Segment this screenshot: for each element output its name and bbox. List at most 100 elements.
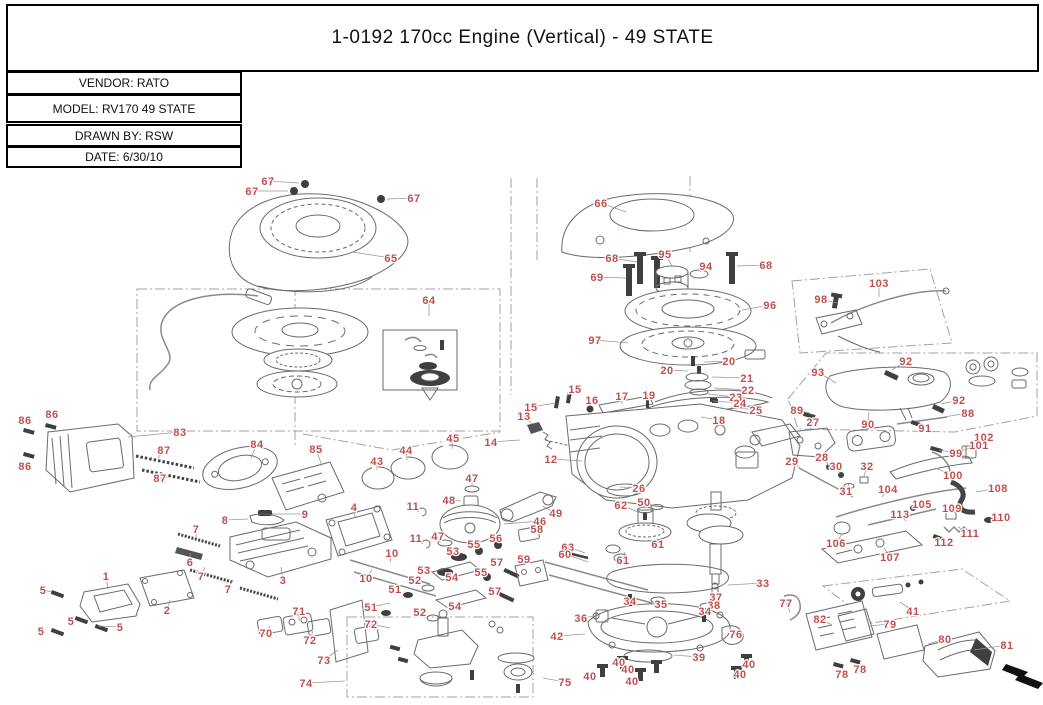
leader-line — [699, 265, 707, 273]
callout-47: 47 — [465, 473, 478, 485]
callout-21: 21 — [740, 373, 753, 385]
leader-line — [957, 526, 971, 534]
leader-line — [200, 566, 206, 577]
callout-55: 55 — [467, 539, 480, 551]
callout-111: 111 — [961, 528, 980, 540]
leader-line — [666, 369, 689, 372]
info-vendor: VENDOR: RATO — [6, 71, 242, 95]
leader-line — [796, 409, 811, 414]
callout-23: 23 — [729, 392, 742, 404]
leader-line — [817, 371, 837, 384]
leader-line — [881, 488, 889, 498]
callout-28: 28 — [815, 452, 828, 464]
callout-78: 78 — [835, 669, 848, 681]
air-cleaner-group — [805, 579, 996, 678]
callout-98: 98 — [814, 294, 827, 306]
leader-line — [565, 388, 576, 398]
callout-69: 69 — [590, 272, 603, 284]
head-group — [50, 505, 393, 637]
leader-line — [819, 618, 833, 626]
leader-line — [960, 444, 980, 452]
leader-line — [370, 623, 391, 629]
leader-line — [250, 443, 258, 459]
callout-1: 1 — [103, 571, 110, 583]
callout-84: 84 — [250, 439, 264, 451]
recoil-cover — [228, 193, 409, 293]
carburetor-group — [256, 599, 535, 693]
leader-line — [622, 551, 626, 561]
callout-89: 89 — [790, 405, 803, 417]
leader-line — [530, 402, 557, 408]
callout-110: 110 — [991, 512, 1010, 524]
leader-line — [365, 569, 373, 579]
callout-83: 83 — [173, 427, 186, 439]
leader-line — [580, 615, 596, 619]
callout-3: 3 — [280, 575, 287, 587]
callout-47: 47 — [431, 531, 444, 543]
callout-52: 52 — [413, 607, 426, 619]
leader-line — [989, 516, 1002, 521]
leader-line — [713, 387, 749, 391]
callout-74: 74 — [299, 678, 313, 690]
leader-line — [845, 483, 850, 492]
leader-line — [166, 599, 171, 611]
leader-line — [620, 504, 639, 513]
leader-line — [405, 449, 408, 461]
callout-54: 54 — [445, 572, 459, 584]
callout-34: 34 — [698, 606, 712, 618]
leader-line — [899, 601, 914, 612]
callout-113: 113 — [890, 509, 909, 521]
callout-22: 22 — [741, 385, 754, 397]
callout-62: 62 — [614, 500, 627, 512]
leader-line — [564, 553, 589, 563]
callout-72: 72 — [303, 635, 316, 647]
callout-100: 100 — [943, 470, 963, 482]
callout-105: 105 — [912, 499, 932, 511]
callout-92: 92 — [952, 395, 965, 407]
callout-70: 70 — [259, 628, 272, 640]
callout-80: 80 — [938, 634, 951, 646]
callout-92: 92 — [899, 356, 912, 368]
leader-line — [741, 304, 771, 311]
callout-50: 50 — [637, 497, 650, 509]
callout-53: 53 — [417, 565, 430, 577]
leader-line — [594, 339, 629, 344]
callout-91: 91 — [918, 423, 931, 435]
info-date: DATE: 6/30/10 — [6, 146, 242, 168]
callout-44: 44 — [399, 445, 413, 457]
callout-10: 10 — [385, 548, 398, 560]
callout-59: 59 — [517, 554, 530, 566]
blower-housing — [561, 193, 734, 258]
flywheel-fan — [624, 288, 752, 334]
callout-53: 53 — [446, 546, 459, 558]
leader-line — [567, 546, 586, 554]
leader-line — [556, 633, 586, 637]
callout-96: 96 — [763, 300, 776, 312]
leader-line — [835, 533, 843, 544]
callout-46: 46 — [533, 516, 546, 528]
callout-86: 86 — [18, 461, 31, 473]
leader-line — [550, 458, 583, 462]
callout-63: 63 — [561, 542, 574, 554]
leader-line — [835, 465, 841, 475]
callout-41: 41 — [906, 606, 919, 618]
callout-31: 31 — [839, 486, 852, 498]
callout-25: 25 — [749, 405, 762, 417]
oil-sump — [587, 582, 802, 681]
leader-line — [939, 535, 945, 543]
callout-20: 20 — [660, 365, 673, 377]
leader-line — [912, 503, 923, 509]
valve-train — [349, 504, 664, 622]
callout-76: 76 — [729, 629, 742, 641]
callout-40: 40 — [612, 657, 625, 669]
callout-2: 2 — [164, 605, 171, 617]
leader-line — [224, 518, 249, 521]
leader-line — [280, 566, 284, 581]
callout-8: 8 — [222, 515, 229, 527]
callout-6: 6 — [187, 557, 194, 569]
callout-109: 109 — [942, 503, 962, 515]
callout-79: 79 — [883, 619, 896, 631]
callout-88: 88 — [961, 408, 974, 420]
leader-line — [821, 456, 830, 466]
